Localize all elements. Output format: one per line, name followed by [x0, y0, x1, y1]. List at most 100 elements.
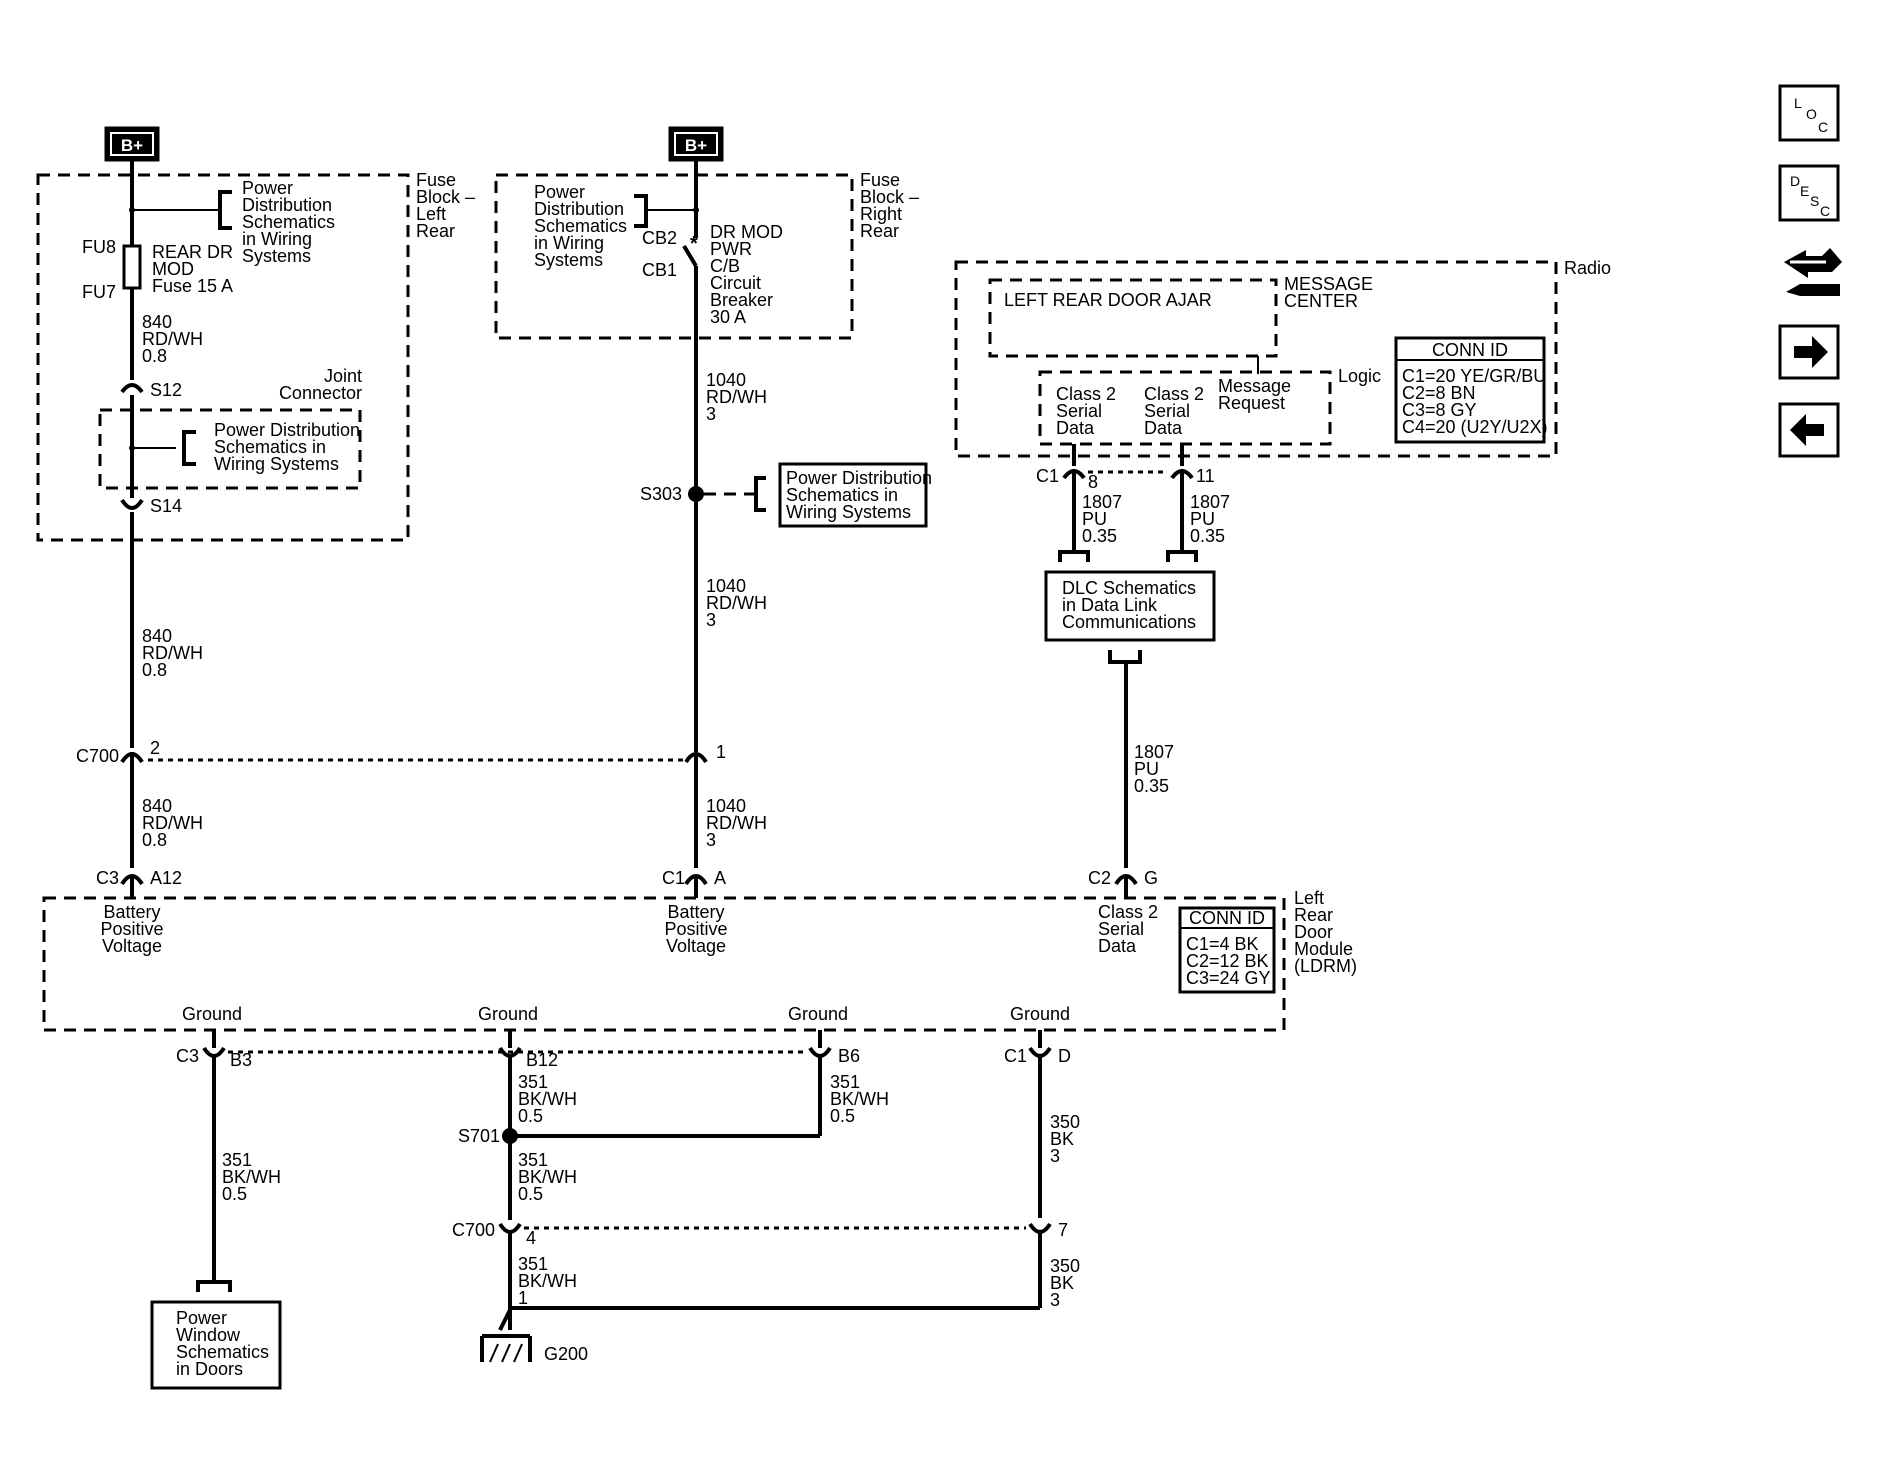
text-line: C2=12 BK [1186, 951, 1269, 971]
text-line: Breaker [710, 290, 773, 310]
c3-label-top: C3 [96, 868, 119, 888]
logic-box [1038, 370, 1332, 446]
harness-icon[interactable] [1784, 248, 1842, 296]
text-line: 840 [142, 312, 172, 332]
text-line: Wiring Systems [214, 454, 339, 474]
text-line: BK/WH [830, 1089, 889, 1109]
dlc-box [1044, 570, 1216, 642]
text-line: REAR DR [152, 242, 233, 262]
svg-text:B+: B+ [685, 136, 707, 155]
text-line: Class 2 [1098, 902, 1158, 922]
text-line: Class 2 [1056, 384, 1116, 404]
text-line: BK [1050, 1129, 1074, 1149]
pin-11-label: 11 [1196, 466, 1215, 486]
ldrm-outline [42, 896, 1286, 1032]
text-line: Power Distribution [214, 420, 360, 440]
text-line: 0.8 [142, 830, 167, 850]
pin-4-label: 4 [526, 1228, 536, 1248]
text-line: Window [176, 1325, 241, 1345]
text-line: Systems [242, 246, 311, 266]
text-line: 351 [518, 1254, 548, 1274]
arrow-left-icon[interactable] [1778, 402, 1840, 458]
text-line: C3=24 GY [1186, 968, 1271, 988]
text-line: 351 [518, 1072, 548, 1092]
radio-conn-id [1394, 336, 1546, 444]
text-line: 0.8 [142, 660, 167, 680]
pin-g-label: G [1144, 868, 1158, 888]
text-line: PWR [710, 239, 752, 259]
c1-label-gnd: C1 [1004, 1046, 1027, 1066]
pin-b12-label: B12 [526, 1050, 558, 1070]
text-line: Fuse [416, 170, 456, 190]
s14-label: S14 [150, 496, 182, 516]
desc-button[interactable]: D E S C [1778, 164, 1840, 222]
arrow-right-icon[interactable] [1778, 324, 1840, 380]
text-line: BK/WH [222, 1167, 281, 1187]
c700-label-low: C700 [452, 1220, 495, 1240]
text-line: 0.35 [1082, 526, 1117, 546]
text-line: Serial [1144, 401, 1190, 421]
text-line: PU [1190, 509, 1215, 529]
pin-a-label: A [714, 868, 726, 888]
text-line: 351 [830, 1072, 860, 1092]
text-line: C1=4 BK [1186, 934, 1259, 954]
fuse-block-left-outline [36, 173, 410, 542]
text-line: 350 [1050, 1112, 1080, 1132]
text-line: 351 [222, 1150, 252, 1170]
text-line: 840 [142, 626, 172, 646]
s701-splice [502, 1128, 518, 1144]
text-line: Distribution [534, 199, 624, 219]
g200-label: G200 [544, 1344, 588, 1364]
ground-3: Ground [788, 1004, 848, 1024]
ground-2: Ground [478, 1004, 538, 1024]
text-line: Distribution [242, 195, 332, 215]
text-line: Module [1294, 939, 1353, 959]
text-line: 1040 [706, 370, 746, 390]
text-line: 0.35 [1190, 526, 1225, 546]
pin-2-label: 2 [150, 738, 160, 758]
text-line: Positive [100, 919, 163, 939]
text-line: Power [242, 178, 293, 198]
s12-label: S12 [150, 380, 182, 400]
text-line: 30 A [710, 307, 746, 327]
loc-button[interactable]: L O C [1778, 84, 1840, 142]
text-line: Joint [324, 366, 362, 386]
text-line: Schematics in [214, 437, 326, 457]
text-line: Wiring Systems [786, 502, 911, 522]
ground-4: Ground [1010, 1004, 1070, 1024]
text-line: (LDRM) [1294, 956, 1357, 976]
text-line: 3 [1050, 1290, 1060, 1310]
text-line: C2=8 BN [1402, 383, 1476, 403]
text-line: 351 [518, 1150, 548, 1170]
text-line: in Doors [176, 1359, 243, 1379]
s303-splice [688, 486, 704, 502]
text-line: 0.5 [518, 1106, 543, 1126]
text-line: Power [176, 1308, 227, 1328]
text-line: Power [534, 182, 585, 202]
text-line: 1040 [706, 576, 746, 596]
text-line: 0.5 [830, 1106, 855, 1126]
pin-1-label: 1 [716, 742, 726, 762]
cb1-label: CB1 [642, 260, 677, 280]
bplus-left: B+ [104, 126, 160, 162]
text-line: PU [1082, 509, 1107, 529]
c2-label: C2 [1088, 868, 1111, 888]
text-line: 350 [1050, 1256, 1080, 1276]
text-line: in Wiring [242, 229, 312, 249]
text-line: Serial [1056, 401, 1102, 421]
svg-text:L: L [1794, 95, 1802, 111]
text-line: 1807 [1190, 492, 1230, 512]
text-line: 1 [518, 1288, 528, 1308]
text-line: in Wiring [534, 233, 604, 253]
